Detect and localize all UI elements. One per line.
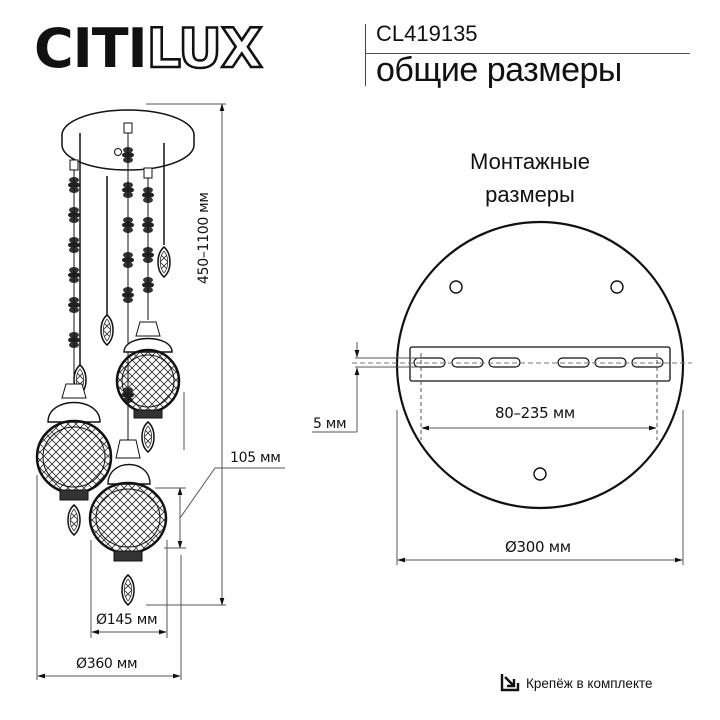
mounting-plate-drawing [352, 220, 692, 510]
hole-spacing-dimension-label: 80–235 мм [495, 404, 575, 422]
shade-height-dimension-label: 105 мм [230, 450, 281, 466]
chandelier-drawing [35, 109, 195, 606]
total-diameter-dimension-label: Ø360 мм [76, 656, 138, 672]
header-divider-horizontal [365, 53, 690, 54]
header-divider-vertical [365, 24, 366, 86]
mounting-title-line2: размеры [485, 182, 575, 207]
shade-diameter-dimension-label: Ø145 мм [96, 612, 158, 628]
mounting-title-line1: Монтажные [470, 149, 590, 174]
model-number: CL419135 [376, 21, 478, 46]
bar-thickness-dimension-label: 5 мм [313, 416, 347, 432]
brand-logo-outline: LUX [145, 17, 264, 80]
mounting-dimensions-title: Монтажные размеры [440, 145, 620, 211]
brand-logo-solid: CITI [34, 17, 148, 80]
arrow-into-box-icon [500, 672, 520, 695]
brand-logo: CITILUX [34, 20, 264, 77]
height-dimension-label: 450–1100 мм [196, 192, 212, 284]
mounting-kit-note: Крепёж в комплекте [500, 672, 653, 695]
plate-diameter-dimension-label: Ø300 мм [505, 538, 571, 556]
page-title: общие размеры [376, 51, 622, 89]
mounting-kit-label: Крепёж в комплекте [526, 676, 653, 691]
